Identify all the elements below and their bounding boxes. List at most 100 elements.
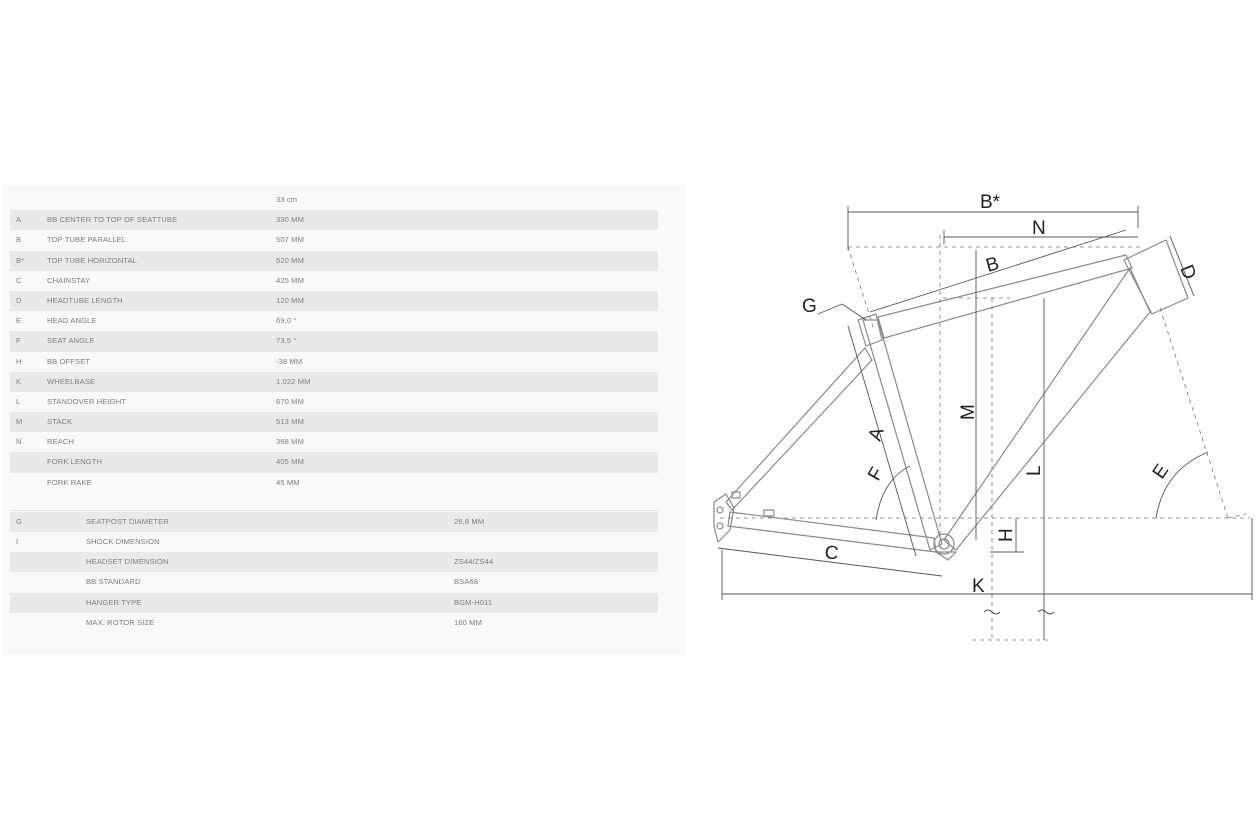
cable-guide <box>731 491 741 499</box>
label-l: L <box>1024 465 1045 476</box>
label-g: G <box>802 296 817 317</box>
row-value: ZS44/ZS44 <box>454 557 494 567</box>
row-value: 425 MM <box>276 275 305 285</box>
row-label: SEAT ANGLE <box>47 336 95 346</box>
row-label: STACK <box>47 417 73 427</box>
row-value: 670 MM <box>276 396 305 406</box>
table-row: B TOP TUBE PARALLEL 507 MM <box>10 230 658 250</box>
size-header: 33 cm <box>276 195 298 204</box>
geometry-table: 33 cm A BB CENTER TO TOP OF SEATTUBE 330 M… <box>10 190 658 633</box>
break-mark <box>1037 609 1055 615</box>
row-label: STANDOVER HEIGHT <box>47 396 127 406</box>
dim-b <box>869 229 1127 313</box>
row-label: SHOCK DIMENSION <box>86 537 160 546</box>
row-label: FORK RAKE <box>47 477 92 487</box>
top-tube <box>877 254 1133 339</box>
row-value: 120 MM <box>276 295 305 305</box>
row-label: CHAINSTAY <box>47 275 91 285</box>
dropout-bolt <box>716 522 724 530</box>
seat-stay <box>725 347 873 511</box>
row-value: -38 MM <box>276 356 303 366</box>
row-value: 73,5 ° <box>276 336 297 346</box>
table-row: L STANDOVER HEIGHT 670 MM <box>10 392 658 412</box>
row-code: I <box>16 537 19 546</box>
row-label: HEAD ANGLE <box>47 316 97 326</box>
row-label: WHEELBASE <box>47 376 96 386</box>
reference-lines <box>720 235 1250 641</box>
dim-f-arc <box>875 465 911 521</box>
row-code: L <box>16 396 21 406</box>
label-n: N <box>1032 218 1046 239</box>
row-label: HEADSET DIMENSION <box>86 557 169 567</box>
row-value: BSA68 <box>454 577 479 587</box>
label-e: E <box>1149 461 1174 483</box>
row-label: TOP TUBE PARALLEL <box>47 235 127 245</box>
down-tube <box>943 267 1151 551</box>
label-b: B <box>984 253 1002 277</box>
bottom-bracket <box>933 533 955 555</box>
row-label: SEATPOST DIAMETER <box>86 516 169 526</box>
row-value: 513 MM <box>276 417 305 427</box>
label-k: K <box>972 576 985 597</box>
row-label: BB STANDARD <box>86 577 141 587</box>
row-code: A <box>16 215 22 225</box>
table-row: H BB OFFSET -38 MM <box>10 352 658 372</box>
seat-tube <box>862 319 943 551</box>
row-code: B* <box>16 255 25 265</box>
brake-mount <box>763 509 775 517</box>
row-label: HEADTUBE LENGTH <box>47 295 123 305</box>
bike-frame <box>713 239 1189 561</box>
table-row: HEADSET DIMENSION ZS44/ZS44 <box>10 552 658 573</box>
dim-d <box>1169 235 1195 297</box>
row-value: 69,0 ° <box>276 316 297 326</box>
row-code: H <box>16 356 22 366</box>
row-code: M <box>16 417 23 427</box>
row-value: BGM-H011 <box>454 597 493 607</box>
frame-geometry-diagram: B* N B D G M A F L E H C K <box>690 180 1260 650</box>
row-label: FORK LENGTH <box>47 457 103 467</box>
row-code: B <box>16 235 22 245</box>
row-value: 1.022 MM <box>276 376 311 386</box>
table-row: B* TOP TUBE HORIZONTAL 520 MM <box>10 250 658 271</box>
label-d: D <box>1175 262 1200 283</box>
table-row: M STACK 513 MM <box>10 412 658 433</box>
table-row: E HEAD ANGLE 69,0 ° <box>10 311 658 331</box>
row-code: E <box>16 316 22 326</box>
dim-g-leader <box>817 303 843 315</box>
table-row: D HEADTUBE LENGTH 120 MM <box>10 290 658 312</box>
label-f: F <box>864 464 888 485</box>
row-code: D <box>16 295 22 305</box>
row-value: 160 MM <box>454 617 483 627</box>
dim-c <box>717 547 943 577</box>
dimension-lines <box>717 206 1253 640</box>
table-row: A BB CENTER TO TOP OF SEATTUBE 330 MM <box>10 210 658 231</box>
label-a: A <box>865 425 889 444</box>
row-value: 405 MM <box>276 457 305 467</box>
row-value: 520 MM <box>276 255 305 265</box>
head-axis-line <box>1159 307 1229 519</box>
row-value: 368 MM <box>276 437 305 447</box>
section-divider <box>10 509 658 511</box>
row-label: BB OFFSET <box>47 356 91 366</box>
row-value: 330 MM <box>276 215 305 225</box>
row-label: TOP TUBE HORIZONTAL <box>47 255 137 265</box>
spacer-row <box>10 493 658 510</box>
row-label: REACH <box>47 437 75 447</box>
dropout-bolt <box>716 506 724 514</box>
label-m: M <box>958 404 979 420</box>
geometry-table-panel: 33 cm A BB CENTER TO TOP OF SEATTUBE 330 M… <box>2 185 686 655</box>
table-row: BB STANDARD BSA68 <box>10 572 658 592</box>
row-value: 507 MM <box>276 235 305 245</box>
row-label: BB CENTER TO TOP OF SEATTUBE <box>47 215 178 225</box>
dim-e-arc <box>1155 451 1209 519</box>
break-mark <box>983 609 1001 615</box>
